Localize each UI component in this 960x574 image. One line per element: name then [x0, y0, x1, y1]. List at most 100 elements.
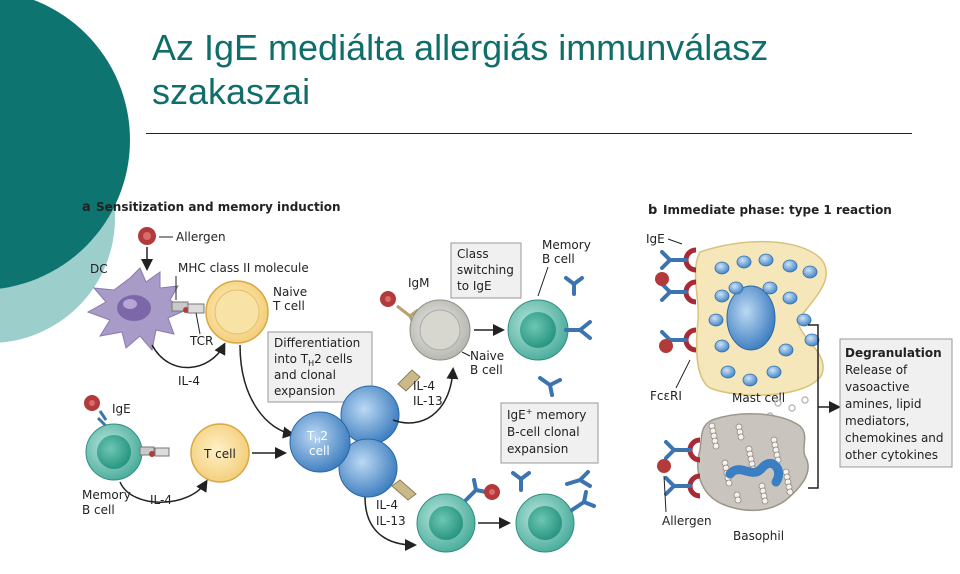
class-switching-box	[450, 242, 522, 299]
mast-granule	[802, 265, 818, 279]
il4-label-a: IL-4	[178, 374, 200, 388]
decor-circle-dark	[0, 0, 130, 289]
class-line-1: Class	[457, 247, 489, 261]
tcr-molecule	[187, 303, 205, 314]
basophil-granule	[725, 479, 733, 487]
ige-label-b: IgE	[646, 232, 665, 246]
degran-line-1: Release of	[845, 363, 908, 377]
left-decoration	[0, 0, 130, 343]
memory-b-left-1: Memory	[82, 488, 131, 502]
basophil-granule	[761, 497, 769, 505]
th2-label: TH2	[306, 429, 328, 445]
mast-granules	[708, 253, 820, 387]
mast-granule	[708, 313, 724, 327]
allergen-on-mast	[655, 272, 673, 353]
allergen-on-basophil	[657, 459, 671, 473]
degran-line-5: chemokines and	[845, 431, 944, 445]
ige-antibody-free-4	[565, 470, 592, 488]
mast-granule	[758, 253, 774, 267]
il4-label-c: IL-4	[150, 493, 172, 507]
degran-title: Degranulation	[845, 346, 942, 360]
diff-line-4: expansion	[274, 384, 335, 398]
naive-b-label-1: Naive	[470, 349, 504, 363]
basophil-nucleus	[725, 458, 784, 487]
degran-line-6: other cytokines	[845, 448, 938, 462]
mast-granule	[714, 339, 730, 353]
mhc-label: MHC class II molecule	[178, 261, 309, 275]
diff-line-3: and clonal	[274, 368, 336, 382]
mast-granule	[742, 373, 758, 387]
degran-line-4: mediators,	[845, 414, 909, 428]
ige-antibody-free-3	[511, 471, 531, 492]
mast-granule	[782, 259, 798, 273]
basophil-granules	[708, 422, 794, 505]
ige-mem-line-1: IgE+ memory	[507, 407, 586, 422]
ige-mem-line-2: B-cell clonal	[507, 425, 580, 439]
memory-b-top-2: B cell	[542, 252, 575, 266]
naive-t-label-1: Naive	[273, 285, 307, 299]
mast-granule	[778, 343, 794, 357]
mast-granule	[736, 255, 752, 269]
allergen-particle-igm	[380, 291, 396, 307]
ige-antibody-free-2	[538, 376, 562, 397]
diff-line-1: Differentiation	[274, 336, 360, 350]
slide-title: Az IgE mediálta allergiás immunválasz sz…	[152, 27, 769, 112]
memory-b-top-1: Memory	[542, 238, 591, 252]
igm-label: IgM	[408, 276, 430, 290]
allergen-particle-left	[84, 395, 100, 411]
mast-nucleus	[726, 285, 776, 351]
naive-b-label-2: B cell	[470, 363, 503, 377]
mast-granule	[714, 261, 730, 275]
allergen-particle-bottom	[484, 484, 500, 500]
mast-granule	[728, 281, 744, 295]
basophil-granule	[737, 433, 745, 441]
ige-antibody-free-1	[564, 276, 584, 296]
ige-mem-line-3: expansion	[507, 442, 568, 456]
panel-a-letter: a	[82, 200, 91, 215]
basophil-label: Basophil	[733, 529, 784, 543]
allergen-label-b: Allergen	[662, 514, 712, 528]
t-cell-left	[190, 423, 250, 483]
degran-line-2: vasoactive	[845, 380, 910, 394]
ige-on-basophil	[664, 440, 692, 496]
panel-b-heading: Immediate phase: type 1 reaction	[663, 203, 892, 217]
class-line-3: to IgE	[457, 279, 492, 293]
th2-cell-lower	[338, 438, 398, 498]
mast-cell-label: Mast cell	[732, 391, 785, 405]
panel-b-letter: b	[648, 203, 657, 218]
naive-t-label-2: T cell	[272, 299, 305, 313]
allergen-label: Allergen	[176, 230, 226, 244]
mast-granule	[796, 313, 812, 327]
mast-granule	[720, 365, 736, 379]
mast-granule	[804, 333, 820, 347]
il13-label-b: IL-13	[413, 394, 443, 408]
panel-a-heading: Sensitization and memory induction	[96, 200, 341, 214]
t-cell-label: T cell	[203, 447, 236, 461]
allergen-particle	[138, 227, 156, 245]
mast-granule	[766, 365, 782, 379]
class-line-2: switching	[457, 263, 514, 277]
mast-granule	[762, 281, 778, 295]
diff-line-2: into TH2 cells	[274, 352, 353, 368]
mast-granule	[782, 291, 798, 305]
th2-cell-main	[289, 411, 351, 473]
mast-granule	[714, 289, 730, 303]
degranulation-box	[839, 338, 953, 468]
ige-left-label: IgE	[112, 402, 131, 416]
title-divider	[146, 133, 912, 134]
basophil-granule	[734, 496, 742, 504]
degran-line-3: amines, lipid	[845, 397, 921, 411]
il4-label-d: IL-4	[376, 498, 398, 512]
th2-cell-label: cell	[309, 444, 330, 458]
ige-memory-box	[500, 402, 599, 464]
fceri-receptors-mast	[683, 247, 697, 353]
ige-on-mast	[660, 250, 688, 350]
memory-b-left-2: B cell	[82, 503, 115, 517]
basophil-granule	[786, 488, 794, 496]
basophil-granule	[712, 442, 720, 450]
il4-label-b: IL-4	[413, 379, 435, 393]
tcr-label: TCR	[189, 334, 213, 348]
il13-label-d: IL-13	[376, 514, 406, 528]
dc-label: DC	[90, 262, 108, 276]
